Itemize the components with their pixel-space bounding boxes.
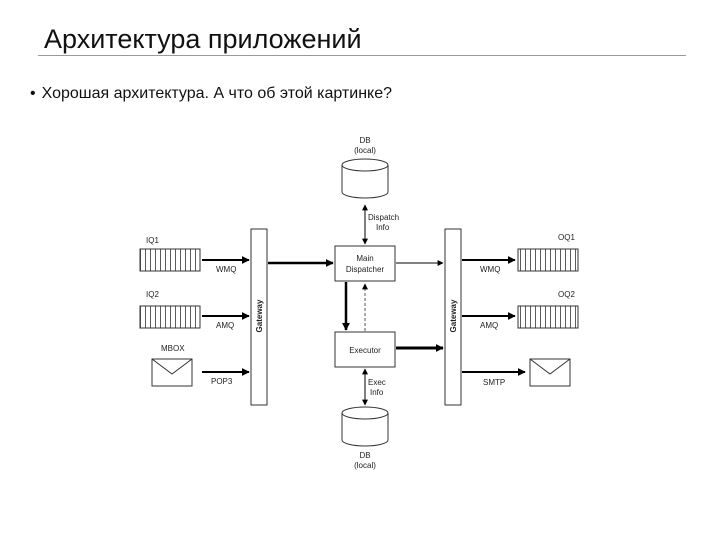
oq1-queue: [517, 248, 579, 272]
oq2-queue: [517, 305, 579, 329]
gateway-right-bar: [444, 228, 462, 406]
executor-label: Executor: [349, 346, 381, 355]
gateway-left-label: Gateway: [255, 299, 264, 332]
iq2-queue: [139, 305, 201, 329]
iq2-label: IQ2: [146, 290, 159, 299]
smtp-envelope-icon: [529, 358, 571, 387]
slide-title: Архитектура приложений: [44, 24, 362, 54]
bullet-text: Хорошая архитектура. А что об этой карти…: [41, 85, 393, 102]
amq-in-label: AMQ: [216, 321, 234, 330]
executor-box: [334, 331, 396, 368]
bullet-dot: •: [30, 85, 36, 102]
oq2-label: OQ2: [558, 290, 575, 299]
bullet-item: • Хорошая архитектура. А что об этой карт…: [30, 84, 392, 104]
amq-out-label: AMQ: [480, 321, 498, 330]
db-top-label-1: DB: [359, 136, 370, 145]
smtp-label: SMTP: [483, 378, 505, 387]
title-divider: [38, 55, 686, 56]
mbox-label: MBOX: [161, 344, 185, 353]
db-bottom-label-2: (local): [354, 461, 376, 470]
db-bottom-label-1: DB: [359, 451, 370, 460]
db-top-label-2: (local): [354, 146, 376, 155]
main-dispatcher-label-2: Dispatcher: [346, 265, 385, 274]
mbox-envelope-icon: [151, 358, 193, 387]
pop3-label: POP3: [211, 377, 233, 386]
gateway-right-label: Gateway: [449, 299, 458, 332]
main-dispatcher-box: [334, 245, 396, 282]
wmq-in-label: WMQ: [216, 265, 236, 274]
iq1-queue: [139, 248, 201, 272]
dispatch-info-label-1: Dispatch: [368, 213, 399, 222]
main-dispatcher-label-1: Main: [356, 254, 373, 263]
db-bottom-cylinder: [341, 406, 389, 447]
exec-info-label-2: Info: [370, 388, 384, 397]
gateway-left-bar: [250, 228, 268, 406]
dispatch-info-label-2: Info: [376, 223, 390, 232]
wmq-out-label: WMQ: [480, 265, 500, 274]
iq1-label: IQ1: [146, 236, 159, 245]
exec-info-label-1: Exec: [368, 378, 386, 387]
oq1-label: OQ1: [558, 233, 575, 242]
db-top-cylinder: [341, 158, 389, 199]
